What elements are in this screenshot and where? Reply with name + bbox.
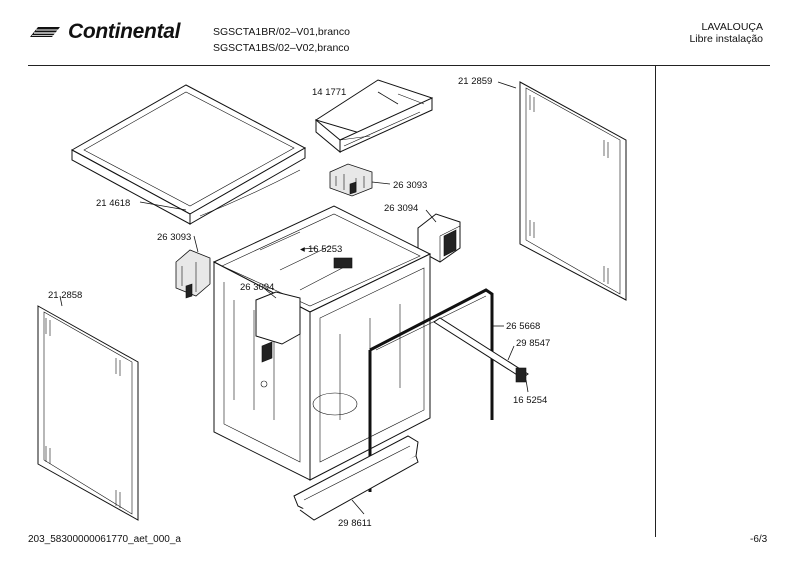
document-code: 203_58300000061770_aet_000_a (28, 534, 181, 545)
plinth-part[interactable] (293, 435, 419, 521)
part-label: 26 3093 (157, 232, 191, 243)
part-label: 26 3093 (393, 180, 427, 191)
model-line-2: SGSCTA1BS/02–V02,branco (213, 42, 350, 54)
column-divider (655, 65, 656, 537)
page-number: -6/3 (750, 534, 768, 545)
brand-logo: Continental (28, 20, 181, 44)
leader-lines (59, 81, 529, 515)
category-line-2: Libre instalação (689, 33, 763, 45)
part-label: 29 8611 (338, 518, 372, 529)
part-label: 26 3094 (384, 203, 418, 214)
front-cover-part[interactable] (255, 291, 301, 363)
control-module-part[interactable] (314, 79, 434, 154)
part-label: 21 2859 (458, 76, 492, 87)
part-label: 26 5668 (506, 321, 540, 332)
part-label: 16 5253 (308, 244, 342, 255)
part-label: 21 4618 (96, 198, 130, 209)
right-side-panel-part[interactable] (519, 81, 627, 301)
hinge-bracket-left-part[interactable] (175, 249, 211, 299)
hinge-bracket-part[interactable] (329, 163, 373, 197)
category-line-1: LAVALOUÇA (701, 21, 763, 33)
continental-horse-icon (30, 27, 60, 37)
part-label: 26 3094 (240, 282, 274, 293)
part-label: 29 8547 (516, 338, 550, 349)
part-label: 14 1771 (312, 87, 346, 98)
header-divider (28, 65, 770, 66)
guide-rail-part[interactable] (433, 317, 529, 383)
left-side-panel-part[interactable] (37, 305, 139, 521)
part-label-arrow: ◂ (300, 244, 305, 255)
brand-name: Continental (68, 20, 181, 43)
part-label: 21 2858 (48, 290, 82, 301)
part-label: 16 5254 (513, 395, 547, 406)
side-cover-part[interactable] (417, 213, 461, 263)
model-line-1: SGSCTA1BR/02–V01,branco (213, 26, 350, 38)
